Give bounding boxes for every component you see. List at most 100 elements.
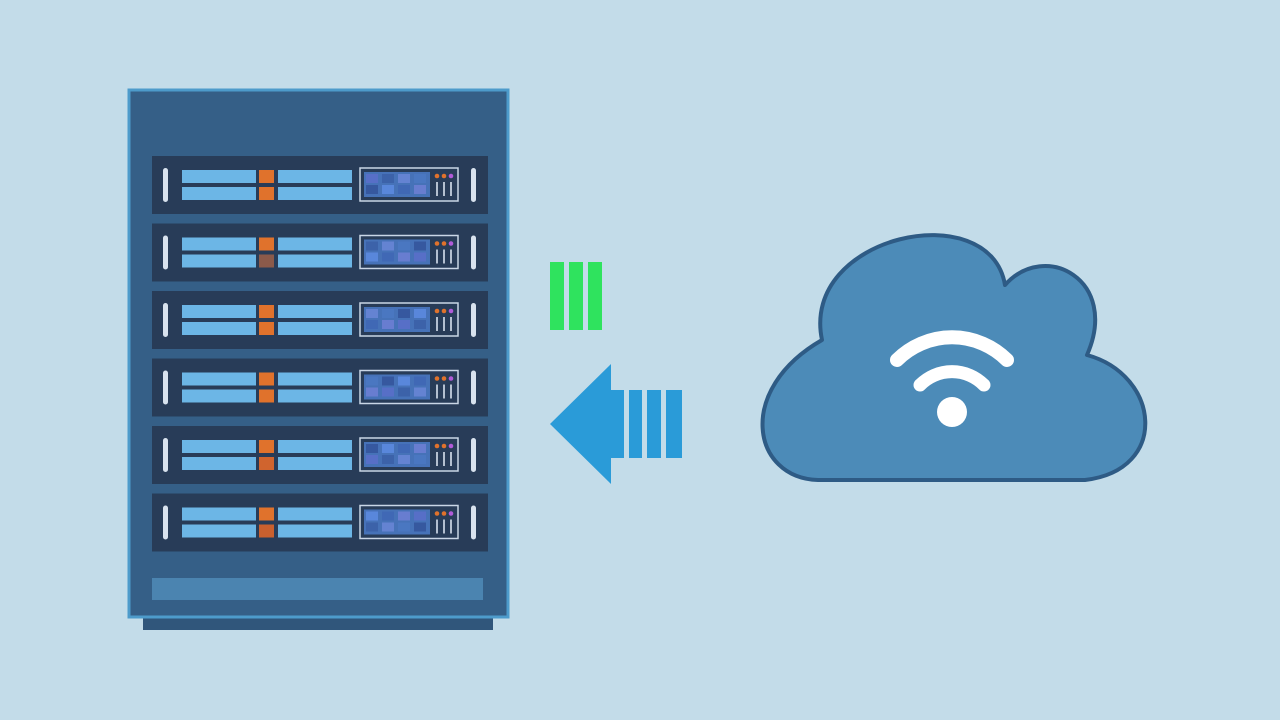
display-pixel <box>414 455 426 464</box>
led <box>434 376 440 381</box>
arrow-shaft-bar <box>611 390 624 458</box>
server-unit <box>152 291 488 349</box>
wifi-inner-arc <box>913 365 991 392</box>
status-indicator <box>259 237 274 251</box>
arrow-shaft-bar <box>629 390 642 458</box>
drive-panel <box>182 507 256 521</box>
display-pixel <box>414 174 426 183</box>
arrow-left-icon <box>550 364 682 484</box>
arrow-shaft-bar <box>647 390 661 458</box>
display-pixel <box>382 387 394 397</box>
unit-handle-left <box>163 505 168 540</box>
server-unit-body <box>152 493 488 552</box>
status-indicator <box>259 507 274 521</box>
drive-panel <box>182 187 256 200</box>
drive-panel <box>182 305 256 318</box>
display-pixel <box>366 444 378 453</box>
led <box>441 241 447 246</box>
rack-bottom-vent <box>152 578 483 600</box>
display-pixel <box>398 241 410 251</box>
led <box>434 241 440 246</box>
display-pixel <box>398 252 410 262</box>
led-tick <box>450 519 452 534</box>
server-unit-body <box>152 291 488 349</box>
display-frame <box>359 437 459 472</box>
status-indicator <box>259 305 274 318</box>
display-pixel <box>414 511 426 521</box>
wifi-outer-arc <box>890 330 1014 367</box>
data-bars-icon <box>550 262 602 330</box>
display-pixel <box>382 455 394 464</box>
status-indicator <box>259 440 274 453</box>
display-pixel <box>398 185 410 194</box>
led <box>448 443 454 449</box>
led-tick <box>436 384 438 399</box>
drive-panel <box>278 254 352 268</box>
status-indicator <box>259 524 274 538</box>
led-tick <box>443 317 445 331</box>
drive-panel <box>278 372 352 386</box>
status-indicator <box>259 170 274 183</box>
cloud-icon <box>760 233 1148 482</box>
server-unit-body <box>152 358 488 417</box>
drive-panel <box>278 305 352 318</box>
data-bar <box>588 262 602 330</box>
led <box>448 376 454 381</box>
led-tick <box>450 317 452 331</box>
wifi-icon <box>890 330 1014 427</box>
led-tick <box>436 519 438 534</box>
display-pixel <box>414 444 426 453</box>
display-pixel <box>398 444 410 453</box>
status-indicator <box>259 322 274 335</box>
cloud-shape <box>760 233 1148 482</box>
led <box>441 173 447 179</box>
display-pixel <box>366 522 378 532</box>
display-pixel <box>398 387 410 397</box>
drive-panel <box>182 440 256 453</box>
display-pixel <box>398 309 410 318</box>
server-unit <box>152 493 488 552</box>
server-unit <box>152 426 488 484</box>
drive-panel <box>182 237 256 251</box>
display-pixel <box>382 309 394 318</box>
status-indicator <box>259 389 274 403</box>
display-pixel <box>366 309 378 318</box>
display-pixel <box>382 444 394 453</box>
display-pixel <box>366 387 378 397</box>
display-pixel <box>382 174 394 183</box>
server-unit <box>152 223 488 282</box>
display-pixel <box>414 252 426 262</box>
unit-handle-left <box>163 438 168 472</box>
display-pixel <box>414 522 426 532</box>
display-frame <box>359 504 459 540</box>
unit-handle-right <box>471 505 476 540</box>
display-pixel <box>366 185 378 194</box>
unit-handle-right <box>471 303 476 337</box>
display-pixel <box>382 185 394 194</box>
drive-panel <box>182 457 256 470</box>
drive-panel <box>278 440 352 453</box>
led-tick <box>436 317 438 331</box>
status-indicator <box>259 457 274 470</box>
drive-panel <box>182 322 256 335</box>
display-pixel <box>414 185 426 194</box>
server-rack-icon <box>127 88 510 630</box>
display-frame <box>359 369 459 405</box>
drive-panel <box>182 389 256 403</box>
data-bar <box>569 262 583 330</box>
drive-panel <box>182 254 256 268</box>
drive-panel <box>182 170 256 183</box>
led <box>441 376 447 381</box>
unit-handle-right <box>471 168 476 202</box>
led-tick <box>443 249 445 264</box>
led-tick <box>436 182 438 196</box>
drive-panel <box>182 524 256 538</box>
led-tick <box>443 384 445 399</box>
display-pixel <box>366 511 378 521</box>
unit-handle-right <box>471 438 476 472</box>
led-tick <box>443 452 445 466</box>
status-indicator <box>259 187 274 200</box>
server-unit-body <box>152 426 488 484</box>
drive-panel <box>278 524 352 538</box>
display-pixel <box>366 241 378 251</box>
